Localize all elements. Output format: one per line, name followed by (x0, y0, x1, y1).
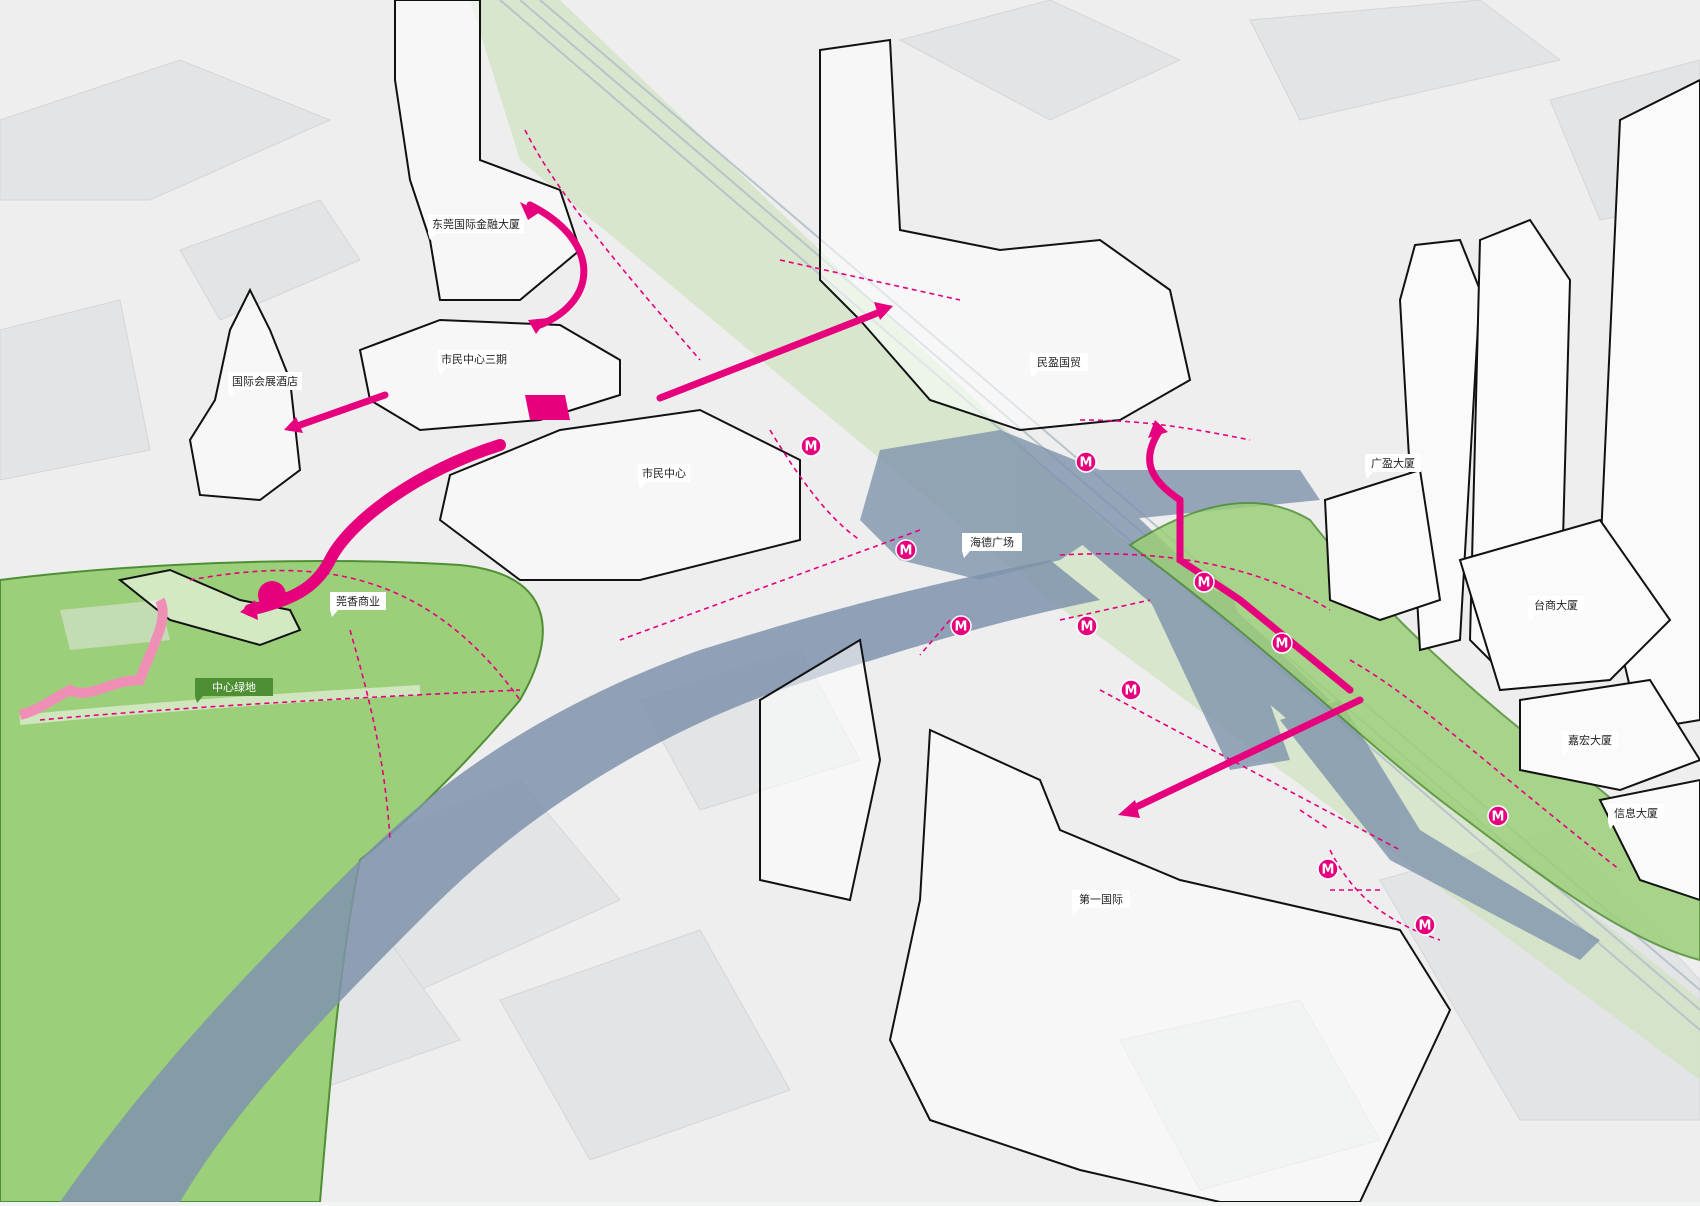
metro-station-icon: M (1487, 805, 1509, 827)
guanxiang-node (258, 581, 286, 609)
link-ifc-phase3 (526, 201, 588, 329)
svg-text:广盈大厦: 广盈大厦 (1371, 456, 1415, 470)
park-plaza (60, 600, 170, 650)
svg-text:市民中心: 市民中心 (642, 466, 686, 480)
metro-symbol: M (1419, 919, 1432, 934)
metro-station-icon: M (1075, 451, 1097, 473)
link-civic-minying (656, 308, 884, 402)
metro-station-icon: M (1193, 571, 1215, 593)
building-middle-block (759, 638, 882, 902)
metro-station-icon: M (1317, 858, 1339, 880)
metro-station-icon: M (800, 435, 822, 457)
svg-text:嘉宏大厦: 嘉宏大厦 (1568, 733, 1612, 747)
building-civic-center (438, 408, 801, 581)
metro-symbol: M (1276, 637, 1289, 652)
metro-symbol: M (1125, 684, 1138, 699)
pedestrian-routes (39, 129, 1621, 941)
label-civic-center: 市民中心 (638, 464, 690, 489)
svg-text:第一国际: 第一国际 (1079, 892, 1123, 906)
metro-symbol: M (1322, 863, 1335, 878)
metro-symbol: M (900, 544, 913, 559)
link-minying-down (1146, 426, 1184, 504)
metro-symbol: M (805, 440, 818, 455)
label-xinxi-tower: 信息大厦 (1608, 804, 1664, 829)
metro-station-icon: M (1120, 679, 1142, 701)
svg-text:海德广场: 海德广场 (970, 535, 1014, 549)
label-first-international: 第一国际 (1072, 890, 1130, 915)
svg-text:东莞国际金融大厦: 东莞国际金融大厦 (432, 217, 520, 231)
metro-station-icon: M (1271, 632, 1293, 654)
metro-symbol: M (1080, 456, 1093, 471)
metro-symbol: M (1492, 810, 1505, 825)
metro-symbol: M (1198, 576, 1211, 591)
svg-text:台商大厦: 台商大厦 (1534, 598, 1578, 612)
svg-text:中心绿地: 中心绿地 (212, 680, 256, 694)
svg-text:市民中心三期: 市民中心三期 (441, 352, 507, 366)
label-civic-center-phase3: 市民中心三期 (438, 350, 510, 375)
metro-station-icon: M (1076, 615, 1098, 637)
label-minying-trade: 民盈国贸 (1030, 353, 1088, 378)
building-expo-hotel (188, 287, 302, 502)
metro-symbol: M (955, 620, 968, 635)
metro-station-icon: M (1414, 914, 1436, 936)
arrow-heads (240, 202, 1168, 818)
metro-symbol: M (1081, 620, 1094, 635)
place-labels: 东莞国际金融大厦 国际会展酒店 市民中心三期 市民中心 民盈国贸 海德广场 (195, 215, 1664, 915)
label-taishang-tower: 台商大厦 (1528, 596, 1584, 621)
svg-text:国际会展酒店: 国际会展酒店 (232, 374, 298, 388)
building-guanxiang (117, 568, 302, 647)
link-to-first-intl (1126, 696, 1364, 814)
main-road (60, 560, 1100, 1202)
svg-text:莞香商业: 莞香商业 (336, 594, 380, 608)
label-dongguan-ifc: 东莞国际金融大厦 (428, 215, 524, 240)
park-ramp (18, 597, 168, 720)
svg-text:民盈国贸: 民盈国贸 (1037, 356, 1081, 369)
block-guangying-podium (1323, 468, 1442, 622)
metro-stations: M M M M M M M M M M M (800, 435, 1509, 936)
park-path (19, 685, 421, 725)
tall-towers (1323, 78, 1700, 902)
label-jiahong-tower: 嘉宏大厦 (1562, 731, 1618, 756)
phase3-bridge-block (525, 395, 570, 420)
metro-station-icon: M (950, 615, 972, 637)
link-phase3-hotel (296, 391, 389, 429)
road-network (860, 430, 1600, 960)
metro-station-icon: M (895, 539, 917, 561)
bridge-to-guanxiang (244, 439, 506, 616)
label-intl-expo-hotel: 国际会展酒店 (228, 372, 302, 397)
label-haide-plaza: 海德广场 (962, 533, 1022, 558)
label-central-green: 中心绿地 (195, 678, 273, 703)
label-guangying-tower: 广盈大厦 (1365, 454, 1421, 479)
svg-text:信息大厦: 信息大厦 (1614, 806, 1658, 820)
label-guanxiang-commerce: 莞香商业 (330, 592, 386, 617)
